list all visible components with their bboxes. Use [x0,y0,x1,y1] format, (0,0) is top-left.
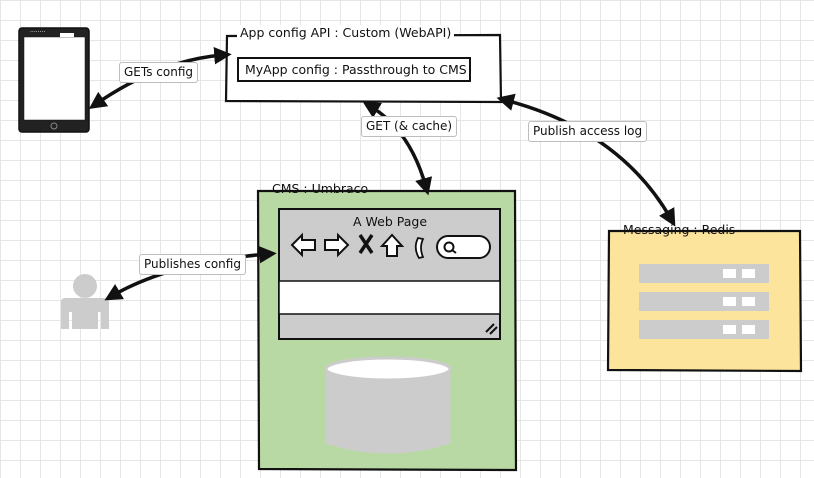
edge-label-get-cache: GET (& cache) [361,116,458,137]
messaging-box[interactable] [606,229,803,373]
stop-icon [358,234,374,254]
server-icon [639,264,769,339]
web-page-widget [278,208,501,340]
mobile-phone-icon [18,27,90,133]
user-icon [61,274,109,329]
web-page-title: A Web Page [353,214,428,229]
edge-publish-access-log [496,93,676,227]
database-icon [324,356,452,454]
home-icon [379,233,405,257]
forward-arrow-icon [324,232,350,258]
refresh-icon [414,236,425,260]
edge-get-cache [362,101,433,196]
resize-grip-icon [485,323,498,335]
messaging-box-title: Messaging : Redis [623,222,736,237]
cms-box-title: CMS : Umbraco [272,181,369,196]
phone-status-text: ········ [30,29,46,36]
edge-label-gets-config: GETs config [119,62,199,83]
edge-label-publishes-config: Publishes config [139,254,246,275]
edge-label-publish-access-log: Publish access log [528,121,648,142]
api-box-title: App config API : Custom (WebAPI) [237,25,455,40]
back-arrow-icon [290,232,316,258]
api-inner-label: MyApp config : Passthrough to CMS [245,62,467,77]
search-icon [443,241,455,253]
